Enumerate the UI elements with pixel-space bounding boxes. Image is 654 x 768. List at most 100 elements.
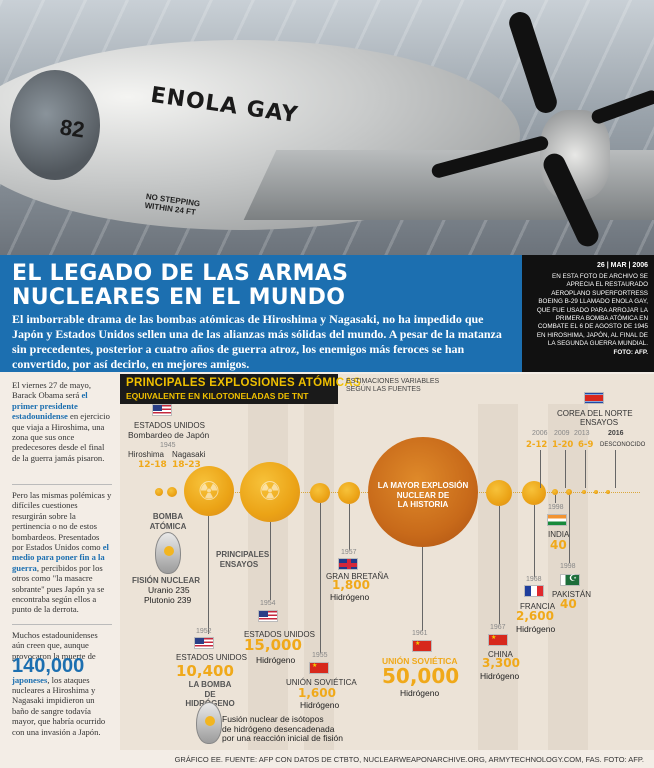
china-flag	[488, 634, 508, 646]
leader-line	[615, 450, 616, 488]
radiation-icon: ☢	[197, 476, 221, 506]
nk-blast-circle	[594, 490, 598, 494]
photo-caption-box	[522, 255, 654, 372]
ussr-1955-yield: 1,600	[298, 686, 336, 700]
leader-line	[555, 495, 556, 503]
h-bomb-description: Fusión nuclear de isótopos de hidrógeno …	[222, 714, 343, 744]
pakistan-flag	[560, 573, 580, 586]
page-title: EL LEGADO DE LAS ARMAS NUCLEARES EN EL M…	[12, 262, 512, 310]
uk-1957-yield: 1,800	[332, 578, 370, 592]
usa-1954-blast-circle	[240, 462, 300, 522]
ussr-1961-country: UNIÓN SOVIÉTICA	[382, 656, 458, 666]
nk-2009-yield: 1-20	[552, 440, 574, 450]
nk-2009-year: 2009	[554, 430, 570, 437]
usa-1954-type: Hidrógeno	[256, 655, 296, 665]
north-korea-country: COREA DEL NORTE	[557, 409, 633, 418]
estimates-note-line: SEGÚN LAS FUENTES	[346, 386, 421, 393]
main-tests-label: PRINCIPALES ENSAYOS	[216, 550, 269, 569]
atomic-bomb-label: BOMBA ATÓMICA	[148, 512, 188, 531]
uk-1957-year: 1957	[341, 549, 357, 556]
caption-body: EN ESTA FOTO DE ARCHIVO SE APRECIA EL RE…	[536, 273, 648, 348]
ussr-1961-year: 1961	[412, 630, 428, 637]
usa-1952-country: ESTADOS UNIDOS	[176, 653, 247, 662]
sidebar-paragraph-3: Muchos estadounidenses aún creen que, au…	[12, 630, 112, 737]
sidebar-paragraph-2: Pero las mismas polémicas y difíciles cu…	[12, 490, 112, 615]
aircraft-nose-glazing	[10, 70, 100, 180]
usa-1945-country: ESTADOS UNIDOS	[134, 421, 205, 430]
india-1998-yield: 40	[550, 538, 567, 552]
sidebar-text: , los ataques nucleares a Hiroshima y Na…	[12, 674, 106, 737]
fission-uranium: Uranio 235	[148, 585, 190, 595]
leader-line	[349, 504, 350, 550]
usa-1952-blast-circle	[184, 466, 234, 516]
sidebar-divider	[12, 624, 112, 625]
leader-line	[565, 450, 566, 488]
death-toll-number: 140,000	[12, 655, 85, 678]
leader-line	[422, 547, 423, 631]
ussr-1961-type: Hidrógeno	[400, 688, 440, 698]
title-line-2: NUCLEARES EN EL MUNDO	[12, 285, 346, 310]
h-bomb-desc-line: de hidrógeno desencadenada	[222, 723, 335, 734]
usa-1945-subtitle: Bombardeo de Japón	[128, 430, 210, 440]
hiroshima-yield: 12-18	[138, 460, 167, 470]
caption-day: 26	[596, 262, 605, 269]
title-line-1: EL LEGADO DE LAS ARMAS	[12, 261, 349, 286]
leader-line	[585, 450, 586, 488]
h-bomb-desc-line: Fusión nuclear de isótopos	[222, 714, 324, 724]
atomic-bomb-label-line: ATÓMICA	[149, 521, 187, 531]
hydrogen-bomb-icon	[196, 702, 222, 744]
leader-line	[569, 495, 570, 563]
column-band	[304, 404, 334, 750]
title-band	[0, 255, 522, 372]
hiroshima-label: Hiroshima	[128, 450, 165, 459]
sidebar-text: El viernes 27 de mayo, Barack Obama será	[12, 380, 91, 401]
ussr-1955-type: Hidrógeno	[300, 700, 340, 710]
hero-photo: ENOLA GAY 82 NO STEPPING WITHIN 24 FT	[0, 0, 654, 255]
france-1968-year: 1968	[526, 576, 542, 583]
nk-blast-circle	[582, 490, 586, 494]
sidebar-text: Pero las mismas polémicas y difíciles cu…	[12, 490, 112, 553]
sidebar-text: Muchos estadounidenses aún creen que, au…	[12, 630, 98, 661]
india-flag	[547, 514, 567, 526]
nk-2013-year: 2013	[574, 430, 590, 437]
usa-1952-yield: 10,400	[176, 662, 234, 680]
nagasaki-blast-circle	[167, 487, 177, 497]
largest-explosion-line: LA MAYOR EXPLOSIÓN	[377, 481, 469, 490]
usa-1954-yield: 15,000	[244, 636, 302, 654]
usa-1954-year: 1954	[260, 600, 276, 607]
india-1998-country: INDIA	[548, 530, 570, 539]
usa-flag	[194, 637, 214, 649]
pakistan-1998-blast-circle	[566, 489, 572, 495]
radiation-icon: ☢	[258, 476, 282, 506]
france-flag	[524, 585, 544, 597]
caption-year: 2006	[632, 262, 648, 269]
ussr-1955-country: UNIÓN SOVIÉTICA	[286, 678, 357, 687]
leader-line	[540, 450, 541, 488]
ussr-1955-year: 1955	[312, 652, 328, 659]
usa-1954-country: ESTADOS UNIDOS	[244, 630, 315, 639]
nagasaki-yield: 18-23	[172, 460, 201, 470]
nk-2016-year: 2016	[608, 430, 624, 437]
sidebar-text: , percibidos por los otros como "la masa…	[12, 562, 105, 615]
largest-explosion-line: NUCLEAR DE	[396, 490, 450, 500]
atomic-bomb-icon	[155, 532, 181, 574]
h-bomb-label-line: LA BOMBA	[188, 680, 232, 689]
usa-1945-year: 1945	[160, 442, 176, 449]
aircraft-number: 82	[58, 114, 87, 143]
usa-flag	[152, 404, 172, 416]
chart-title-background	[120, 374, 338, 404]
column-band	[248, 404, 288, 750]
sidebar-divider	[12, 484, 112, 485]
estimates-note-line: ESTIMACIONES VARIABLES	[346, 378, 440, 385]
france-1968-yield: 2,600	[516, 609, 554, 623]
caption-month: MAR	[610, 262, 627, 269]
main-tests-label-line: ENSAYOS	[219, 559, 259, 569]
ussr-1961-yield: 50,000	[382, 664, 460, 688]
china-1967-blast-circle	[486, 480, 512, 506]
north-korea-flag	[584, 392, 604, 404]
leader-line	[320, 503, 321, 653]
column-band	[478, 404, 518, 750]
nk-2016-unknown: DESCONOCIDO	[600, 442, 646, 448]
uk-flag	[338, 558, 358, 570]
h-bomb-desc-line: por una reacción inicial de fisión	[222, 733, 343, 743]
